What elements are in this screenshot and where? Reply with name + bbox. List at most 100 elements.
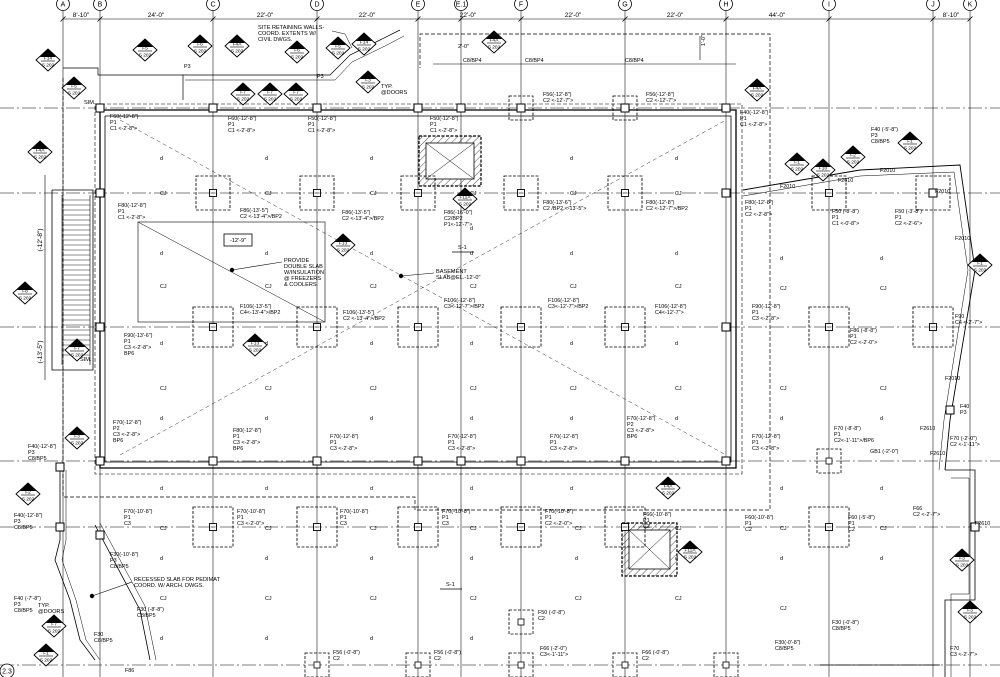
grid-label: E xyxy=(416,2,421,9)
footing-callout-line: GB1 (-2'-0") xyxy=(870,449,899,455)
slab-symbol: d xyxy=(470,636,473,642)
detail-tag-diamond xyxy=(355,70,381,94)
footing-callout-line: P1 xyxy=(752,310,759,316)
detail-tag-arrow xyxy=(486,31,502,39)
footing-callout-line: F30 (-0'-8") xyxy=(832,620,859,626)
footing-callout-line: F50(-12'-8") xyxy=(308,116,337,122)
wall-footing-outline xyxy=(94,103,743,475)
detail-tag-sheet: S 202 xyxy=(817,173,830,179)
control-joint-label: CJ xyxy=(780,606,787,612)
control-joint-label: CJ xyxy=(160,526,167,532)
footing-callout-line: F70(-10'-8") xyxy=(237,509,266,515)
detail-tag-sheet: S 202 xyxy=(662,491,675,497)
footing-callout-line: P1 xyxy=(834,432,841,438)
sim-note: SIM. xyxy=(80,357,92,363)
spread-footing xyxy=(612,652,638,677)
footing-callout-line: F50(-12'-8") xyxy=(430,116,459,122)
footing-callout-line: C2<-1'-11">/BP6 xyxy=(834,438,874,444)
footing-callout: P3 xyxy=(317,74,324,80)
footing-callout-line: C2 xyxy=(643,524,650,530)
spread-footing xyxy=(400,175,436,211)
detail-tag-diamond xyxy=(187,34,213,58)
footing-callout-line: C1 <-2'-8"> xyxy=(110,126,137,132)
footing-callout-line: C1 <-2'-8"> xyxy=(740,122,767,128)
detail-tag-number: F1 xyxy=(907,139,913,145)
detail-tag-sheet: S 202 xyxy=(904,146,917,152)
detail-tag-sheet: S 202 xyxy=(291,55,304,61)
footing-callout-line: P1 xyxy=(895,215,902,221)
section-mark: S-1 xyxy=(446,582,455,588)
slab-symbol: d xyxy=(570,341,573,347)
site-wall-right xyxy=(742,171,969,471)
grid-bubble xyxy=(411,0,425,11)
detail-tag: F1S 202 xyxy=(967,253,993,277)
detail-tag: F7S 202 xyxy=(41,614,67,638)
detail-tag-sheet: S 202 xyxy=(751,93,764,99)
footing-callout-line: P1 xyxy=(118,209,125,215)
footing-callout-line: C2 <-1'-11"> xyxy=(950,442,980,448)
detail-tag-diamond xyxy=(840,145,866,169)
footing-callout-line: F56(-12'-8") xyxy=(646,92,675,98)
spread-footing xyxy=(503,175,539,211)
typ-doors-note-line: TYP. xyxy=(381,84,393,90)
footing-callout-line: F60(-12'-8") xyxy=(228,116,257,122)
detail-tag-arrow xyxy=(682,541,698,549)
footing-callout-line: P3 xyxy=(110,558,117,564)
spread-footing xyxy=(508,609,534,635)
footing-callout-line: F70 xyxy=(950,646,959,652)
footing-callout-line: F86(-16'-0") xyxy=(444,210,473,216)
detail-tag: F3S 202 xyxy=(949,548,975,572)
footing-callout-line: F106(-12'-8") xyxy=(655,304,687,310)
detail-tag-arrow xyxy=(247,334,263,342)
freezer-slab-note-line: DOUBLE SLAB xyxy=(284,264,323,270)
slab-symbol: d xyxy=(880,486,883,492)
elevator-pit-x xyxy=(628,529,671,570)
detail-tag: F6S 202 xyxy=(187,34,213,58)
wall-column xyxy=(620,456,630,466)
detail-tag-sheet: S 202 xyxy=(847,160,860,166)
footing-callout-line: F40 (-5'-8") xyxy=(871,127,898,133)
grid-label: C xyxy=(210,2,215,9)
control-joint-label: CJ xyxy=(780,286,787,292)
detail-tag-diamond xyxy=(35,48,61,72)
basement-slab-note-line: SLAB@EL.-12'-0" xyxy=(436,275,481,281)
detail-tag-diamond xyxy=(677,540,703,564)
footing-callout-line: C2 <-2'-6"> xyxy=(895,221,922,227)
footing-callout-line: P1 xyxy=(745,521,752,527)
footing-callout: F56(-12'-8")C2 <-12'-7"> xyxy=(543,92,573,104)
dimension-label: 8'-10" xyxy=(73,12,90,19)
footing-callout-line: P1<-12'-7"> xyxy=(444,222,472,228)
footing-callout-line: P1 xyxy=(124,339,131,345)
detail-tag-arrow xyxy=(749,79,765,87)
slab-symbol: d xyxy=(370,556,373,562)
footing-callout-line: F40 (-7'-8") xyxy=(14,596,41,602)
footing-callout-line: P1 xyxy=(545,515,552,521)
detail-tag-number: F6 xyxy=(294,48,300,54)
spread-footing xyxy=(915,175,951,211)
footing-callout-line: P1 xyxy=(110,120,117,126)
detail-tag-sheet: S 202 xyxy=(684,555,697,561)
detail-tag-sheet: S 202 xyxy=(19,296,32,302)
elevation-box xyxy=(223,233,253,247)
slab-symbol: d xyxy=(675,416,678,422)
detail-tag: F5S 202 xyxy=(325,36,351,60)
footing-callout-line: P1 xyxy=(848,521,855,527)
detail-tag-number: F7 xyxy=(74,346,80,352)
detail-tag-diamond xyxy=(744,78,770,102)
slab-symbol: d xyxy=(570,416,573,422)
footing-callout: F2010 xyxy=(955,236,970,242)
footing-callout-line: F56 (-0'-8") xyxy=(434,650,461,656)
detail-tag-diamond xyxy=(64,338,90,362)
footing-callout-line: C2 <-2'-0"> xyxy=(545,521,572,527)
detail-tag-sheet: S 202 xyxy=(964,615,977,621)
footing-callout-line: F90 xyxy=(955,314,964,320)
